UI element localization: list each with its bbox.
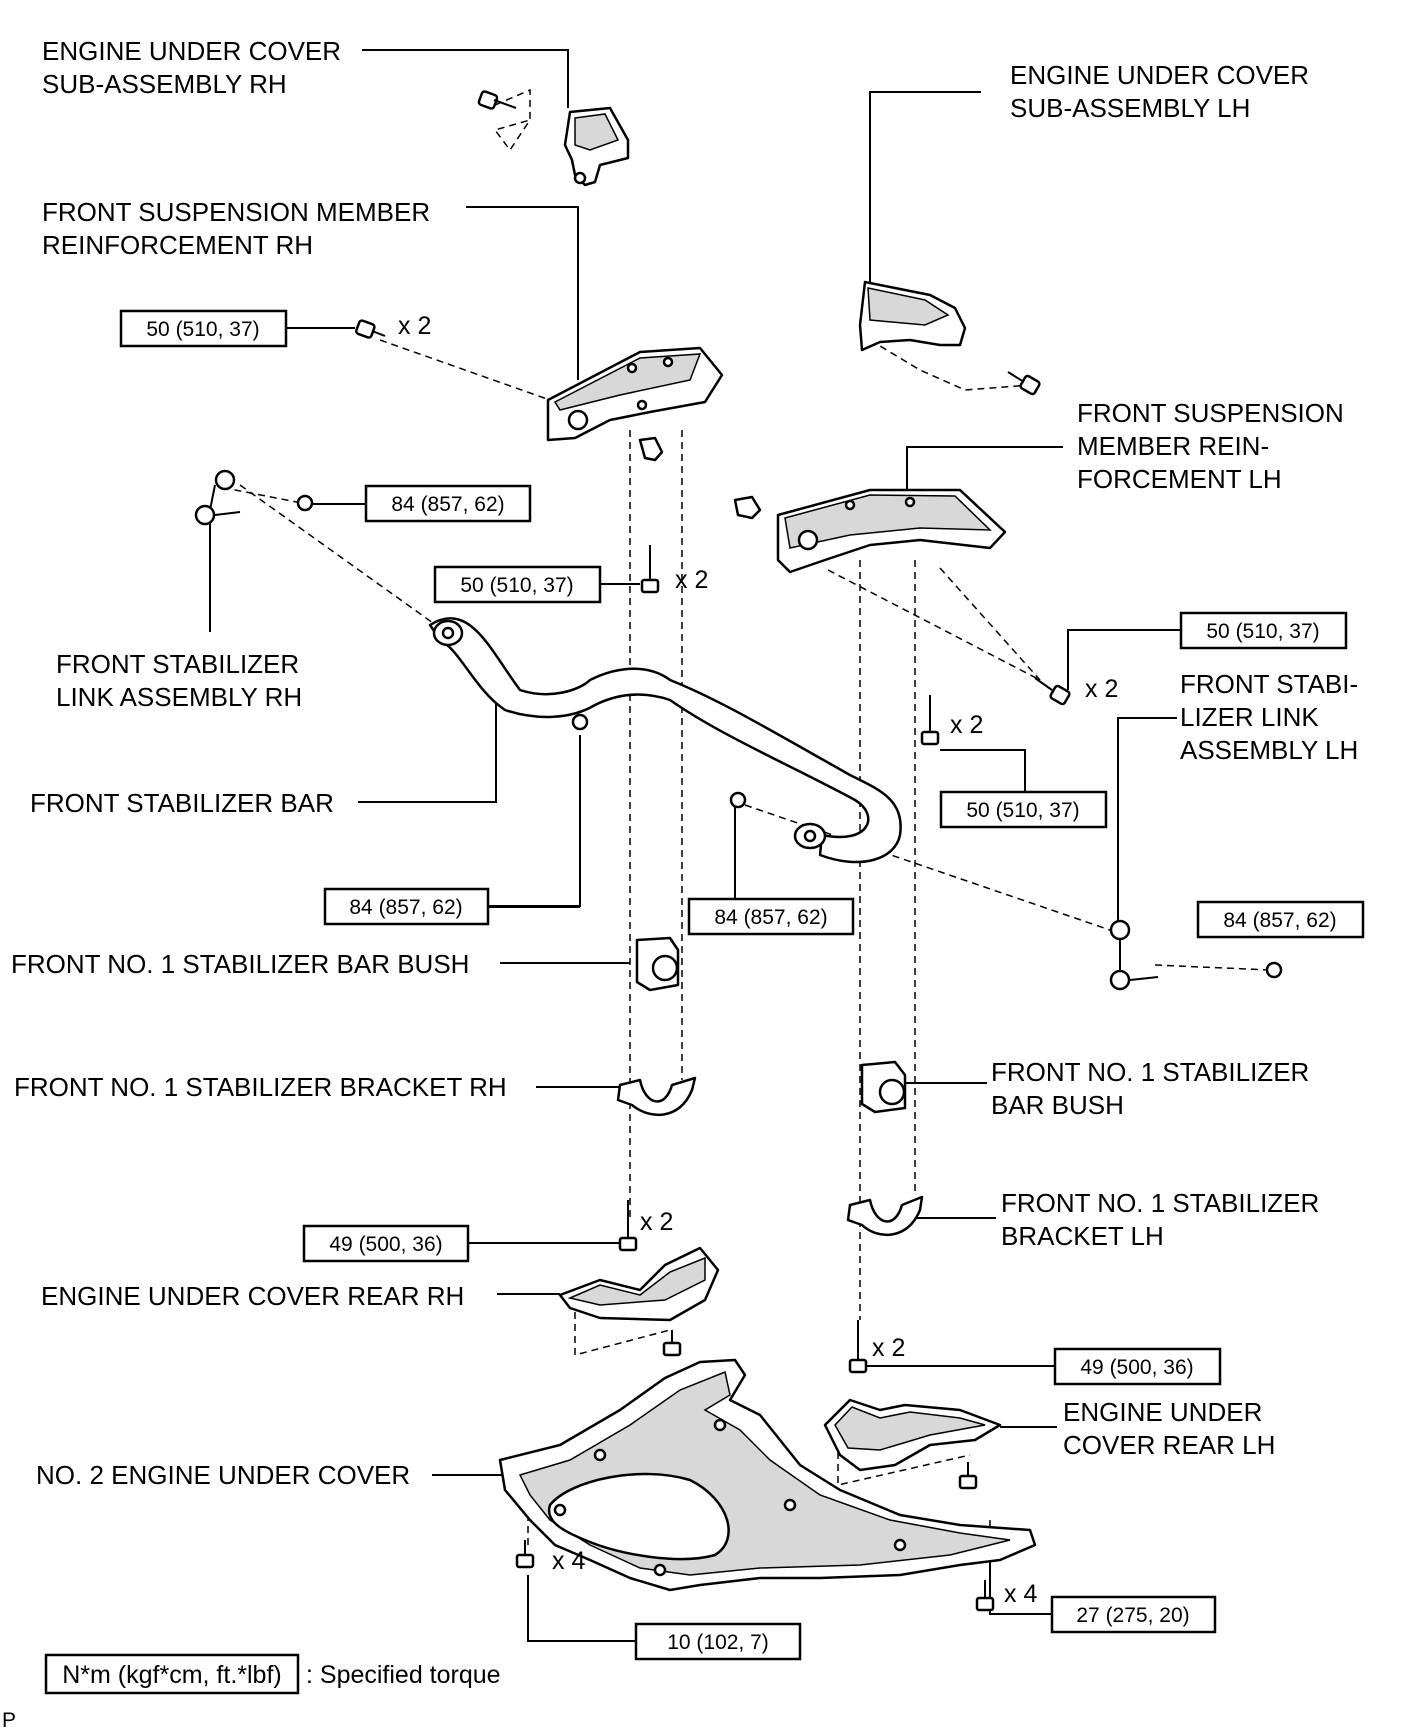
nut-rh-link (296, 494, 314, 512)
torque-box: 27 (275, 20) (1050, 1595, 1217, 1634)
quantity-mark: x 2 (1085, 675, 1118, 703)
torque-value: 84 (857, 62) (714, 906, 827, 929)
torque-value: 49 (500, 36) (1080, 1356, 1193, 1379)
torque-value: 84 (857, 62) (1223, 909, 1336, 932)
torque-value: 50 (510, 37) (460, 574, 573, 597)
torque-box: 49 (500, 36) (1053, 1347, 1222, 1386)
quantity-mark: x 4 (552, 1547, 585, 1575)
quantity-mark: x 2 (872, 1334, 905, 1362)
bolt-rh-reinf (355, 319, 386, 339)
torque-box: 10 (102, 7) (634, 1622, 802, 1661)
label-stab-link-lh-1: FRONT STABI- (1180, 669, 1358, 699)
torque-box: 84 (857, 62) (1196, 900, 1365, 939)
torque-box: 50 (510, 37) (119, 309, 288, 348)
nut-lh-link (1265, 961, 1283, 979)
quantity-mark: x 2 (675, 566, 708, 594)
label-fsm-reinf-lh-2: MEMBER REIN- (1077, 431, 1269, 461)
quantity-mark: x 4 (1004, 1580, 1037, 1608)
engine-under-cover-rear-rh-part (558, 1246, 720, 1322)
collar-rh (638, 436, 664, 462)
torque-box: 84 (857, 62) (687, 897, 855, 936)
torque-boxes: 50 (510, 37) 84 (857, 62) 50 (510, 37) 5… (119, 309, 1365, 1661)
label-no2-cover: NO. 2 ENGINE UNDER COVER (36, 1460, 410, 1490)
quantity-mark: x 2 (398, 312, 431, 340)
label-rear-rh: ENGINE UNDER COVER REAR RH (41, 1281, 464, 1311)
label-bracket-lh-1: FRONT NO. 1 STABILIZER (1001, 1188, 1319, 1218)
label-rear-lh-1: ENGINE UNDER (1063, 1397, 1262, 1427)
label-bush-lh-2: BAR BUSH (991, 1090, 1124, 1120)
label-bush-lh-1: FRONT NO. 1 STABILIZER (991, 1057, 1309, 1087)
label-eng-cover-rh-1: ENGINE UNDER COVER (42, 36, 341, 66)
label-stab-link-lh-3: ASSEMBLY LH (1180, 735, 1358, 765)
label-stab-link-lh-2: LIZER LINK (1180, 702, 1319, 732)
bolt-bracket-rh (618, 1200, 638, 1252)
front-no1-stabilizer-bracket-rh-part (616, 1076, 697, 1117)
torque-box: 50 (510, 37) (433, 565, 602, 604)
label-fsm-reinf-rh-2: REINFORCEMENT RH (42, 230, 313, 260)
bolt-rear-lh (958, 1462, 978, 1490)
label-stab-bar: FRONT STABILIZER BAR (30, 788, 334, 818)
front-no1-stabilizer-bracket-lh-part (846, 1195, 924, 1237)
torque-box: 84 (857, 62) (364, 484, 532, 523)
collar-lh (733, 495, 762, 520)
front-stabilizer-link-assembly-lh-part (1109, 919, 1159, 991)
nut-bar-lh (729, 791, 747, 809)
label-rear-lh-2: COVER REAR LH (1063, 1430, 1275, 1460)
label-bush-rh: FRONT NO. 1 STABILIZER BAR BUSH (11, 949, 469, 979)
torque-box: 84 (857, 62) (323, 887, 490, 926)
front-suspension-member-reinforcement-lh-part (776, 488, 1007, 574)
legend-description: : Specified torque (306, 1661, 501, 1689)
corner-mark: P (2, 1709, 16, 1732)
label-eng-cover-lh-2: SUB-ASSEMBLY LH (1010, 93, 1250, 123)
bolt-top-rh (477, 90, 517, 110)
torque-box: 50 (510, 37) (939, 790, 1108, 829)
label-eng-cover-lh-1: ENGINE UNDER COVER (1010, 60, 1309, 90)
torque-value: 50 (510, 37) (146, 318, 259, 341)
label-stab-link-rh-2: LINK ASSEMBLY RH (56, 682, 302, 712)
engine-under-cover-sub-assy-rh-part (563, 106, 630, 187)
front-no1-stabilizer-bar-bush-rh-part (635, 936, 680, 992)
bolt-no2-cover-rh (515, 1540, 535, 1569)
front-stabilizer-bar-part (428, 617, 902, 864)
torque-value: 50 (510, 37) (1206, 620, 1319, 643)
bolt-no2-cover-lh (975, 1580, 995, 1612)
label-fsm-reinf-rh-1: FRONT SUSPENSION MEMBER (42, 197, 430, 227)
torque-value: 27 (275, 20) (1076, 1604, 1189, 1627)
torque-box: 49 (500, 36) (302, 1224, 470, 1263)
bolt-bracket-lh (848, 1320, 868, 1374)
torque-value: 50 (510, 37) (966, 799, 1079, 822)
label-bracket-rh: FRONT NO. 1 STABILIZER BRACKET RH (14, 1072, 507, 1102)
torque-value: 49 (500, 36) (329, 1233, 442, 1256)
label-stab-link-rh-1: FRONT STABILIZER (56, 649, 299, 679)
nut-bar-rh (571, 713, 589, 731)
torque-value: 84 (857, 62) (391, 493, 504, 516)
torque-value: 84 (857, 62) (349, 896, 462, 919)
part-labels: ENGINE UNDER COVER SUB-ASSEMBLY RH ENGIN… (11, 36, 1358, 1490)
torque-box: 50 (510, 37) (1179, 611, 1348, 650)
front-no1-stabilizer-bar-bush-lh-part (860, 1060, 907, 1114)
bolt-lh-reinf (1034, 677, 1071, 706)
bolt-vertical-rh-reinf (640, 545, 660, 594)
quantity-mark: x 2 (640, 1208, 673, 1236)
bolt-rear-rh (662, 1330, 682, 1357)
label-eng-cover-rh-2: SUB-ASSEMBLY RH (42, 69, 287, 99)
label-bracket-lh-2: BRACKET LH (1001, 1221, 1164, 1251)
quantity-marks: x 2 x 2 x 2 x 2 x 2 x 2 x 4 x 4 (398, 312, 1118, 1608)
engine-under-cover-rear-lh-part (823, 1398, 1002, 1472)
front-stabilizer-link-assembly-rh-part (194, 469, 241, 526)
label-fsm-reinf-lh-3: FORCEMENT LH (1077, 464, 1282, 494)
bolt-lh-cover (1007, 371, 1041, 396)
label-fsm-reinf-lh-1: FRONT SUSPENSION (1077, 398, 1344, 428)
torque-legend: N*m (kgf*cm, ft.*lbf) : Specified torque (44, 1653, 501, 1695)
torque-value: 10 (102, 7) (667, 1631, 769, 1654)
engine-under-cover-sub-assy-lh-part (858, 280, 967, 352)
front-suspension-member-reinforcement-rh-part (546, 346, 724, 442)
no2-engine-under-cover-part (498, 1358, 1037, 1592)
legend-box-text: N*m (kgf*cm, ft.*lbf) (62, 1661, 281, 1689)
bolt-vertical-lh-reinf (920, 695, 940, 746)
quantity-mark: x 2 (950, 711, 983, 739)
